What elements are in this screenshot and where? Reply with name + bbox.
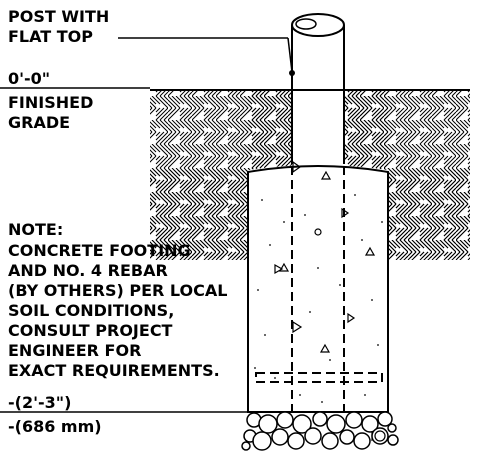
post-callout-dot <box>289 70 295 76</box>
aggregate-circle <box>314 228 322 236</box>
post-top-highlight <box>295 18 317 30</box>
gravel-base <box>241 411 399 451</box>
soil-hatch-near-post-right <box>344 90 388 170</box>
post-mask <box>292 90 344 170</box>
note-line: EXACT REQUIREMENTS. <box>8 361 220 380</box>
soil-hatch-near-post-left <box>248 90 292 170</box>
concrete-aggregate <box>254 194 383 403</box>
soil-hatch-left <box>150 170 248 260</box>
depth-metric: -(686 mm) <box>8 417 102 436</box>
grade-elevation: 0'-0" <box>8 69 50 88</box>
note-line: ENGINEER FOR <box>8 341 141 360</box>
note-line: CONCRETE FOOTING <box>8 241 191 260</box>
soil-hatch-right <box>388 170 470 260</box>
callout-line-1: POST WITH <box>8 7 109 26</box>
rebar <box>255 372 383 383</box>
concrete-footing <box>247 165 389 413</box>
depth-imperial: -(2'-3") <box>8 393 71 412</box>
note-heading: NOTE: <box>8 220 63 239</box>
note-line: (BY OTHERS) PER LOCAL <box>8 281 227 300</box>
callout-line-2: FLAT TOP <box>8 27 93 46</box>
note-line: CONSULT PROJECT <box>8 321 173 340</box>
post-flat-top <box>291 13 345 37</box>
grade-label-1: FINISHED <box>8 93 93 112</box>
gravel-inner-ring <box>374 430 386 442</box>
note-line: SOIL CONDITIONS, <box>8 301 174 320</box>
note-line: AND NO. 4 REBAR <box>8 261 168 280</box>
grade-label-2: GRADE <box>8 113 70 132</box>
